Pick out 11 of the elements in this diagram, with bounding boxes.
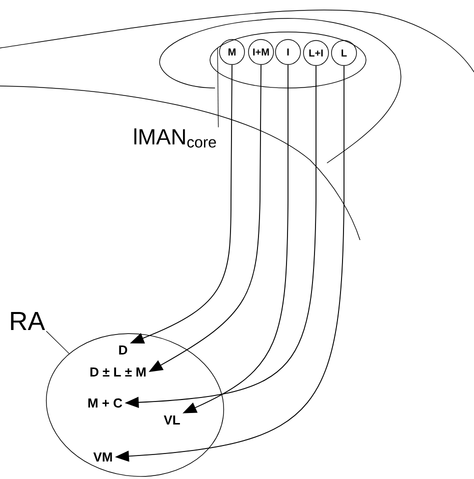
region-label: D ± L ± M <box>90 368 146 376</box>
region-label: D <box>119 346 128 354</box>
region-label: lMAN$_{core}$ <box>134 128 216 148</box>
leader-line <box>46 330 70 354</box>
region-label: VL <box>164 416 180 424</box>
region-label: M + C <box>88 398 122 408</box>
region-label: VM <box>93 452 112 462</box>
region-label: RA <box>11 312 45 330</box>
leader-line <box>217 47 219 128</box>
nucleus-outline <box>210 32 366 88</box>
nucleus-outline <box>46 333 224 477</box>
